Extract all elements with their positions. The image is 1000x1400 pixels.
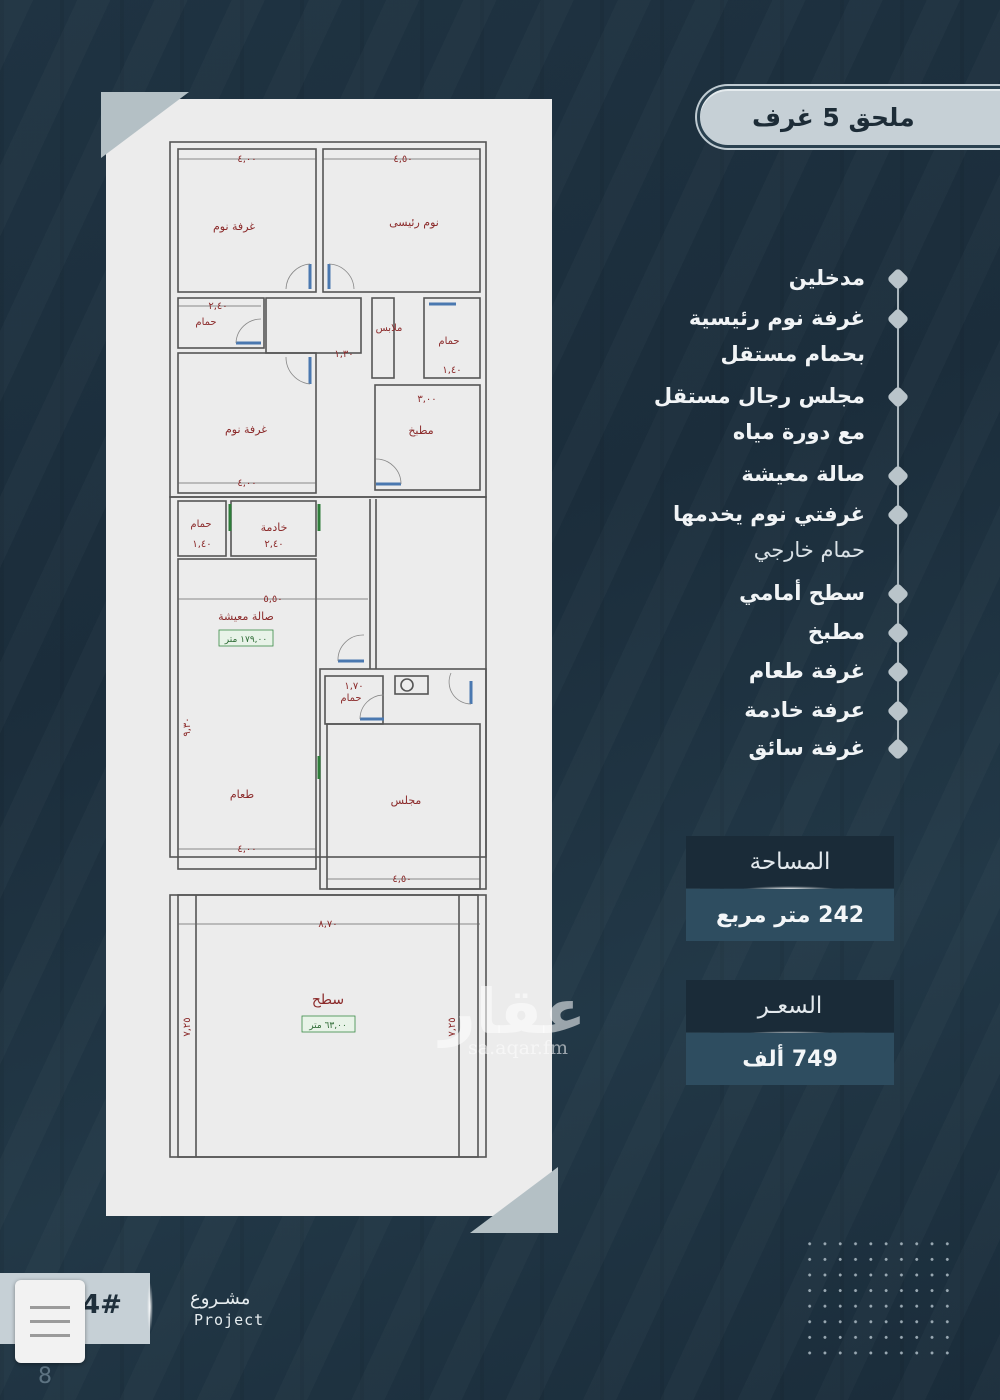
- room-label: صالة معيشة: [218, 610, 274, 623]
- dimension: ٤,٥٠: [393, 154, 412, 165]
- dimension: ٧,٢٥: [182, 1017, 193, 1036]
- hamburger-icon: [30, 1334, 70, 1337]
- dimension: ١,٤٠: [192, 539, 211, 550]
- room-label: غرفة نوم: [213, 220, 255, 233]
- feature-item-cont: بحمام مستقل: [720, 342, 866, 366]
- dimension: ٢,٤٠: [264, 539, 283, 550]
- project-label-en: Project: [194, 1311, 265, 1329]
- dimension: ٨,٧٠: [318, 919, 337, 930]
- feature-item: غرفتي نوم يخدمها: [673, 502, 865, 526]
- dimension: ٤,٥٠: [392, 874, 411, 885]
- room-label: غرفة نوم: [225, 423, 267, 436]
- project-label-ar: مشـروع: [190, 1288, 251, 1309]
- room-label: حمام: [438, 336, 459, 347]
- feature-item: سطح أمامي: [739, 581, 865, 605]
- area-tag: ١٧٩,٠٠ متر: [224, 635, 267, 645]
- corner-decoration: [101, 92, 189, 158]
- bullet-icon: [886, 307, 910, 331]
- price-value: 749 ألف: [686, 1033, 894, 1085]
- feature-item: غرفة نوم رئيسية: [688, 306, 865, 330]
- area-tag: ٦٣,٠٠ متر: [308, 1021, 347, 1031]
- dimension: ٢,٤٠: [208, 301, 227, 312]
- dimension: ٤,٠٠: [237, 154, 256, 165]
- room-label: ملابس: [376, 323, 403, 334]
- hamburger-icon: [30, 1320, 70, 1323]
- dimension: ١,٧٠: [344, 681, 363, 692]
- dimension: ١,٣٠: [334, 349, 353, 360]
- dimension: ٩,٣٠: [182, 717, 193, 736]
- bullet-icon: [886, 621, 910, 645]
- watermark-logo: عقار: [440, 975, 586, 1048]
- feature-item: صالة معيشة: [741, 462, 865, 486]
- dimension: ١,٤٠: [442, 365, 461, 376]
- feature-item-cont: حمام خارجي: [753, 538, 865, 562]
- room-label: مجلس: [391, 794, 422, 807]
- corner-decoration: [470, 1167, 558, 1233]
- glow-decoration: [147, 1282, 153, 1332]
- bullet-icon: [886, 503, 910, 527]
- room-label: سطح: [312, 992, 344, 1008]
- room-label: نوم رئيسى: [389, 216, 439, 229]
- room-label: مطبخ: [408, 424, 433, 437]
- menu-button[interactable]: [15, 1280, 85, 1363]
- dimension: ٧,٢٥: [447, 1017, 458, 1036]
- room-label: حمام: [340, 693, 361, 704]
- feature-item: عرفة خادمة: [744, 698, 865, 722]
- bullet-icon: [886, 385, 910, 409]
- dot-grid-decoration: [802, 1236, 952, 1366]
- feature-item: غرفة سائق: [748, 736, 865, 760]
- bullet-icon: [886, 699, 910, 723]
- price-label: السعـر: [686, 980, 894, 1032]
- bullet-icon: [886, 267, 910, 291]
- page-title: ملحق 5 غرف: [752, 102, 915, 132]
- area-label: المساحة: [686, 836, 894, 888]
- watermark-url: sa.aqar.fm: [468, 1037, 569, 1059]
- room-label: حمام: [190, 519, 211, 530]
- room-label: حمام: [195, 317, 216, 328]
- dimension: ٥,٥٠: [263, 594, 282, 605]
- project-number: 4#: [82, 1290, 122, 1320]
- title-banner: ملحق 5 غرف: [697, 86, 1000, 148]
- area-value: 242 متر مربع: [686, 889, 894, 941]
- feature-item: غرفة طعام: [748, 659, 865, 683]
- feature-item: مجلس رجال مستقل: [653, 384, 865, 408]
- dimension: ٣,٠٠: [417, 394, 436, 405]
- feature-item-cont: مع دورة مياه: [732, 420, 865, 444]
- dimension: ٤,٠٠: [237, 478, 256, 489]
- page-number: 8: [38, 1364, 52, 1389]
- room-label: خادمة: [261, 521, 288, 534]
- bullet-icon: [886, 464, 910, 488]
- bullet-icon: [886, 582, 910, 606]
- room-label: طعام: [230, 788, 254, 801]
- feature-item: مطبخ: [807, 620, 865, 644]
- floor-plan-drawing: غرفة نوم نوم رئيسى حمام ملابس حمام غرفة …: [169, 141, 487, 1158]
- dimension: ٤,٠٠: [237, 844, 256, 855]
- bullet-icon: [886, 660, 910, 684]
- bullet-icon: [886, 737, 910, 761]
- hamburger-icon: [30, 1306, 70, 1309]
- feature-item: مدخلين: [788, 266, 865, 290]
